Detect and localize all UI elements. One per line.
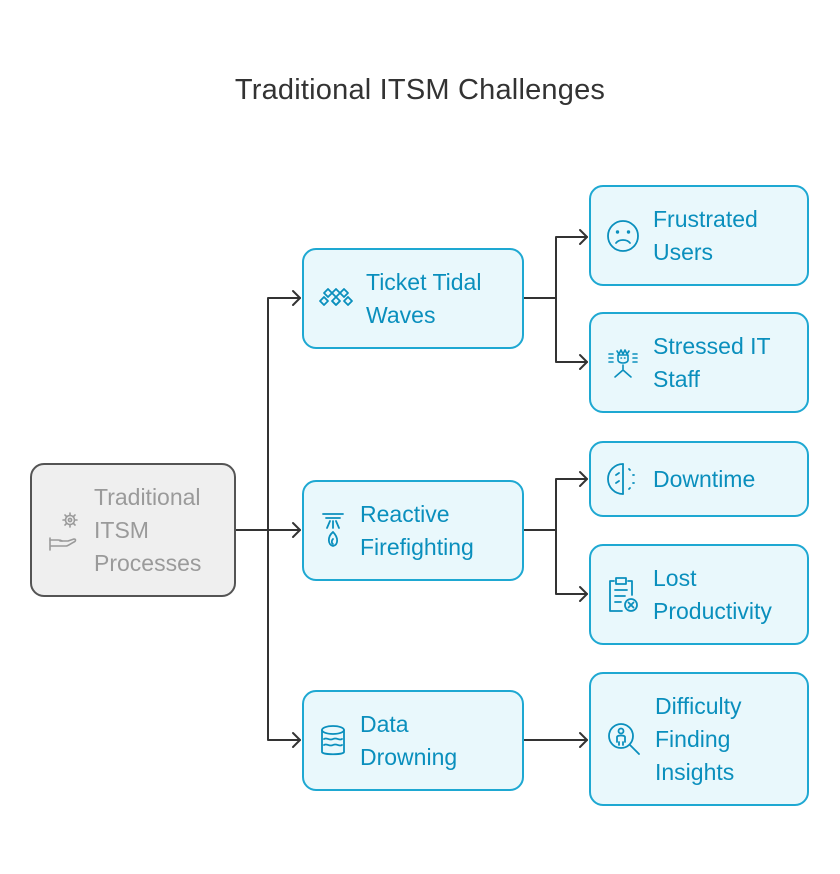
half-clock-icon	[605, 461, 641, 497]
edge-reactive-lost	[555, 529, 588, 595]
node-stressed-it-staff-label: Stressed IT Staff	[653, 332, 771, 392]
node-difficulty-finding-insights-label: Difficulty Finding Insights	[655, 692, 742, 785]
node-ticket-tidal-waves-label: Ticket Tidal Waves	[366, 268, 482, 328]
gear-hand-icon	[46, 508, 82, 552]
node-frustrated-users-label: Frustrated Users	[653, 205, 758, 265]
node-data-drowning-label: Data Drowning	[360, 710, 458, 770]
edge-reactive-downtime	[523, 478, 588, 531]
clipboard-x-icon	[605, 575, 641, 615]
node-difficulty-finding-insights: Difficulty Finding Insights	[589, 672, 809, 806]
database-waves-icon	[318, 723, 348, 759]
node-downtime: Downtime	[589, 441, 809, 517]
stressed-person-icon	[605, 345, 641, 381]
node-root-label: Traditional ITSM Processes	[94, 483, 202, 576]
node-lost-productivity: Lost Productivity	[589, 544, 809, 645]
tidal-waves-icon	[318, 285, 354, 313]
edge-root-data	[267, 529, 301, 741]
node-stressed-it-staff: Stressed IT Staff	[589, 312, 809, 413]
node-reactive-firefighting: Reactive Firefighting	[302, 480, 524, 581]
node-root: Traditional ITSM Processes	[30, 463, 236, 597]
edge-ticket-frustrated	[523, 236, 588, 299]
node-frustrated-users: Frustrated Users	[589, 185, 809, 286]
node-reactive-firefighting-label: Reactive Firefighting	[360, 500, 474, 560]
fire-sprinkler-icon	[318, 511, 348, 551]
node-ticket-tidal-waves: Ticket Tidal Waves	[302, 248, 524, 349]
node-lost-productivity-label: Lost Productivity	[653, 564, 772, 624]
person-search-icon	[605, 720, 643, 758]
node-downtime-label: Downtime	[653, 465, 756, 492]
diagram-title: Traditional ITSM Challenges	[234, 74, 606, 106]
sad-face-icon	[605, 218, 641, 254]
edge-ticket-stressed	[555, 297, 588, 363]
node-data-drowning: Data Drowning	[302, 690, 524, 791]
edge-root-ticket	[235, 297, 301, 531]
